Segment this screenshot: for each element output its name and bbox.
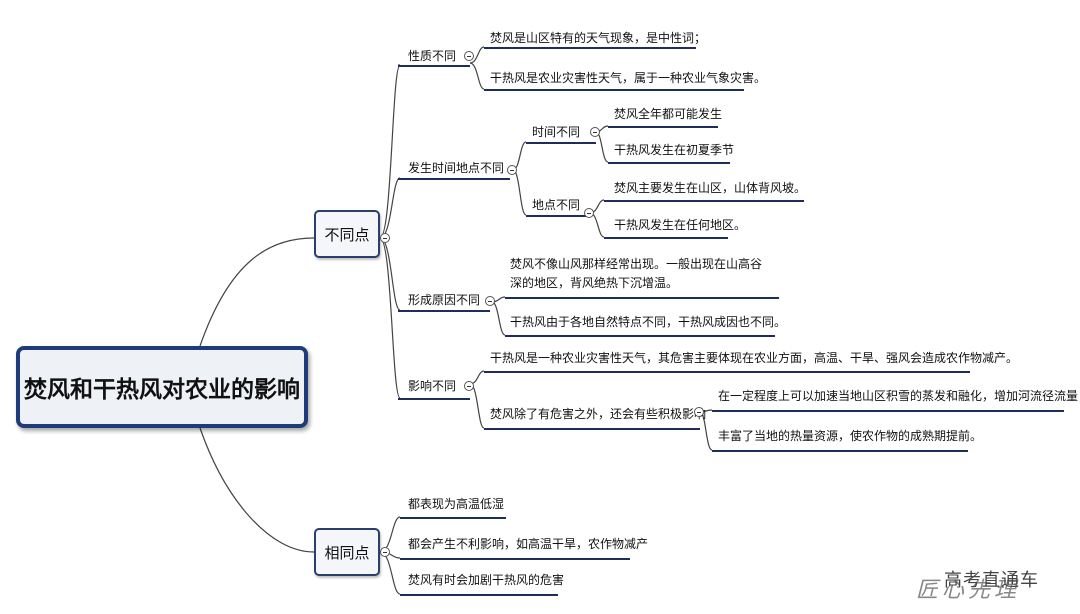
- leaf-place-1[interactable]: 焚风主要发生在山区，山体背风坡。: [614, 181, 807, 195]
- branch-underline: [398, 398, 470, 400]
- leaf-impact-1[interactable]: 干热风是一种农业灾害性天气，其危害主要体现在农业方面，高温、干旱、强风会造成农作…: [490, 351, 1019, 365]
- branch-underline: [526, 215, 590, 217]
- watermark-text: 高考直通车: [944, 570, 1039, 591]
- collapse-icon[interactable]: [694, 407, 704, 417]
- root-topic[interactable]: 焚风和干热风对农业的影响: [16, 346, 308, 428]
- leaf-similar-3[interactable]: 焚风有时会加剧干热风的危害: [408, 573, 565, 587]
- leaf-underline: [484, 428, 700, 430]
- leaf-underline: [484, 89, 744, 91]
- leaf-underline: [712, 450, 968, 452]
- branch-cause[interactable]: 形成原因不同: [408, 293, 481, 307]
- leaf-impact-2[interactable]: 焚风除了有危害之外，还会有些积极影响: [490, 407, 707, 421]
- leaf-cause-1[interactable]: 焚风不像山风那样经常出现。一般出现在山高谷深的地区，背风绝热下沉增温。: [510, 257, 763, 290]
- collapse-icon[interactable]: [464, 381, 474, 391]
- leaf-underline: [400, 594, 558, 596]
- collapse-icon[interactable]: [485, 296, 495, 306]
- leaf-underline: [484, 371, 970, 373]
- branch-place[interactable]: 地点不同: [532, 198, 581, 212]
- branch-time[interactable]: 时间不同: [532, 125, 581, 139]
- branch-time-place[interactable]: 发生时间地点不同: [408, 161, 505, 175]
- leaf-underline: [400, 517, 506, 519]
- leaf-underline: [400, 558, 630, 560]
- leaf-impact-sub-1[interactable]: 在一定程度上可以加速当地山区积雪的蒸发和融化，增加河流径流量；: [718, 389, 1080, 403]
- leaf-time-2[interactable]: 干热风发生在初夏季节: [614, 143, 735, 157]
- leaf-similar-2[interactable]: 都会产生不利影响，如高温干旱，农作物减产: [408, 537, 649, 551]
- leaf-nature-2[interactable]: 干热风是农业灾害性天气，属于一种农业气象灾害。: [490, 71, 767, 85]
- branch-underline: [398, 65, 470, 67]
- branch-underline: [398, 310, 490, 312]
- collapse-icon[interactable]: [584, 208, 594, 218]
- leaf-similar-1[interactable]: 都表现为高温低湿: [408, 497, 505, 511]
- branch-nature[interactable]: 性质不同: [408, 49, 457, 63]
- collapse-icon[interactable]: [590, 127, 600, 137]
- leaf-underline: [505, 335, 775, 337]
- leaf-cause-2[interactable]: 干热风由于各地自然特点不同，干热风成因也不同。: [510, 315, 787, 329]
- leaf-place-2[interactable]: 干热风发生在任何地区。: [614, 218, 747, 232]
- leaf-underline: [604, 237, 728, 239]
- leaf-underline: [484, 47, 696, 49]
- leaf-underline: [712, 410, 1064, 412]
- watermark-logo: 匠心先理: [916, 578, 1021, 603]
- leaf-underline: [505, 297, 779, 299]
- leaf-underline: [608, 126, 718, 128]
- leaf-impact-sub-2[interactable]: 丰富了当地的热量资源，使农作物的成熟期提前。: [718, 429, 983, 443]
- node-differences[interactable]: 不同点: [314, 210, 380, 258]
- node-similarities[interactable]: 相同点: [314, 528, 380, 576]
- branch-underline: [526, 142, 596, 144]
- leaf-time-1[interactable]: 焚风全年都可能发生: [614, 107, 723, 121]
- collapse-icon[interactable]: [380, 233, 390, 243]
- leaf-nature-1[interactable]: 焚风是山区特有的天气现象，是中性词；: [490, 31, 707, 45]
- branch-impact[interactable]: 影响不同: [408, 379, 457, 393]
- leaf-underline: [608, 162, 730, 164]
- collapse-icon[interactable]: [464, 51, 474, 61]
- leaf-underline: [604, 200, 804, 202]
- collapse-icon[interactable]: [380, 547, 390, 557]
- collapse-icon[interactable]: [507, 165, 517, 175]
- branch-underline: [398, 178, 510, 180]
